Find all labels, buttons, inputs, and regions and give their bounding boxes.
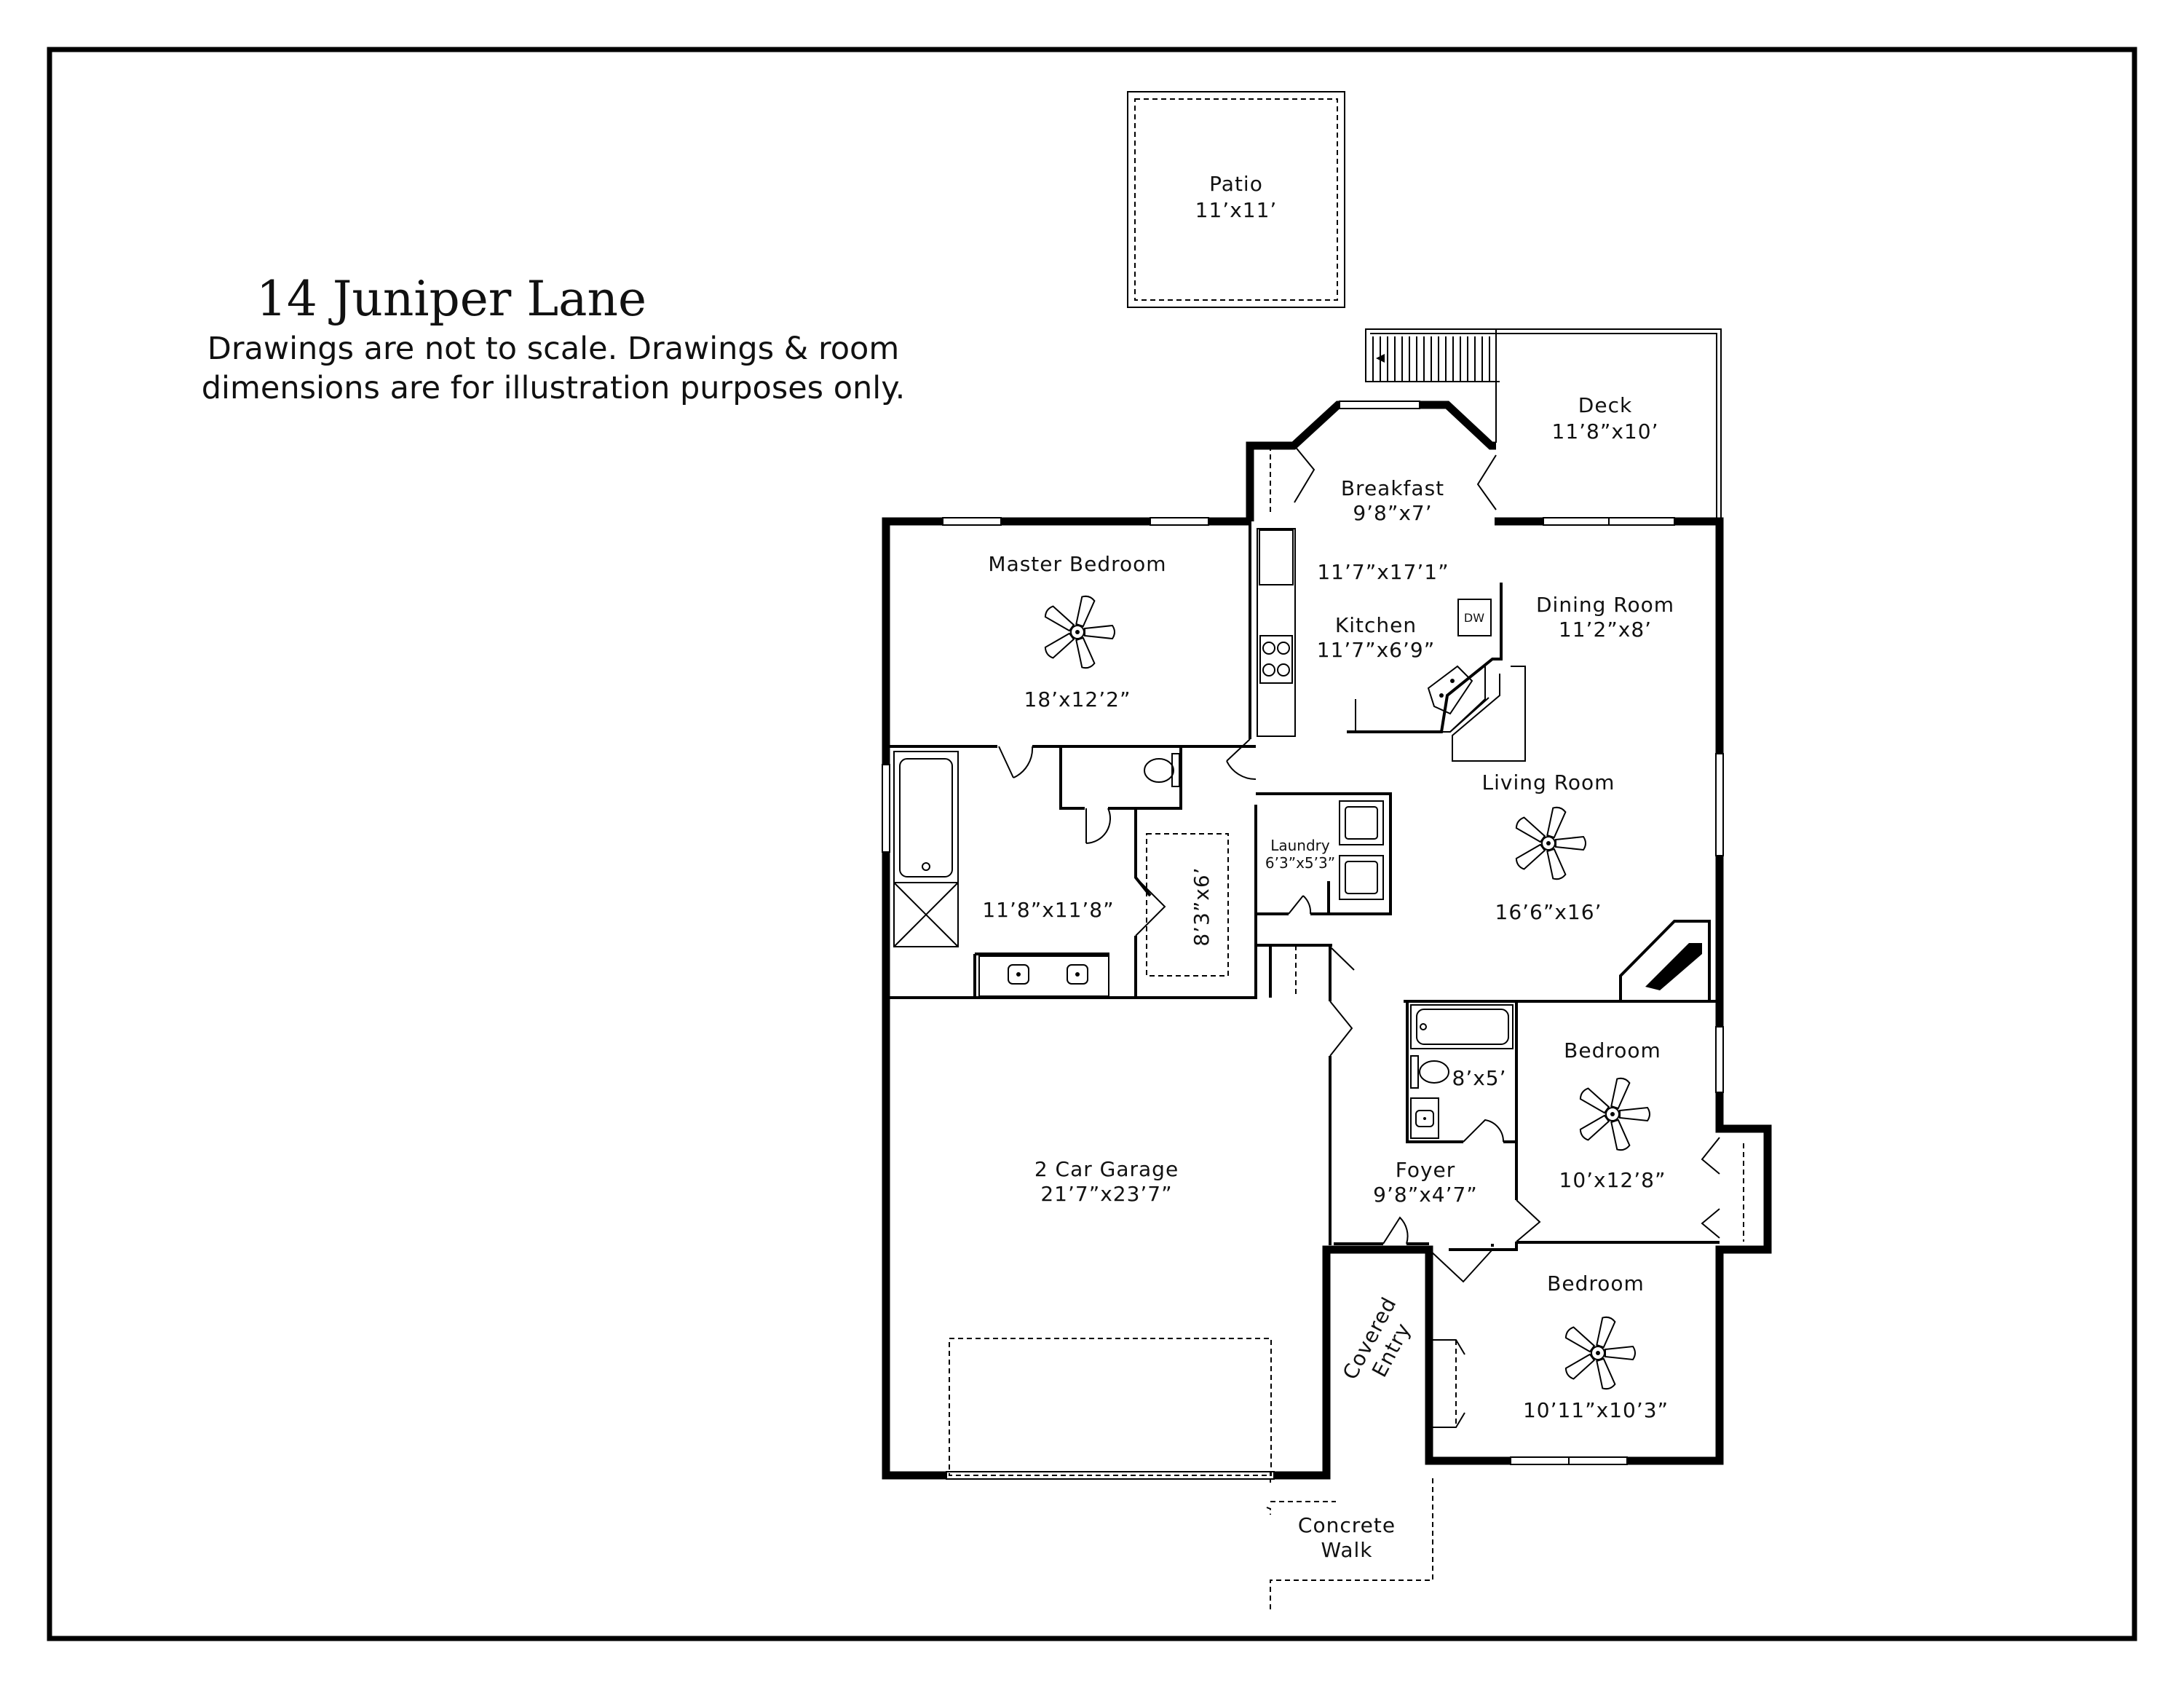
bedroom2-dims: 10’x12’8” (1559, 1168, 1666, 1192)
laundry-dims: 6’3”x5’3” (1265, 854, 1335, 872)
stove-icon (1259, 635, 1293, 684)
ceiling-fan-icon (1043, 595, 1115, 670)
bathtub-icon (893, 751, 959, 883)
master-name: Master Bedroom (988, 552, 1166, 576)
patio-name: Patio (1209, 172, 1263, 196)
deck-dims: 11’8”x10’ (1552, 419, 1659, 443)
laundry-name: Laundry (1270, 837, 1330, 854)
toilet-icon (1410, 1055, 1449, 1089)
dining-name: Dining Room (1536, 593, 1674, 617)
garage-name: 2 Car Garage (1034, 1157, 1179, 1181)
bath2-dims: 8’x5’ (1452, 1066, 1507, 1090)
ceiling-fan-icon (1514, 806, 1586, 881)
deck-name: Deck (1578, 393, 1632, 417)
dryer-icon (1339, 855, 1384, 900)
sink-icon (1410, 1097, 1439, 1139)
bedroom3-dims: 10’11”x10’3” (1523, 1398, 1669, 1422)
living-dims: 16’6”x16’ (1495, 900, 1602, 924)
sink-icon (1008, 964, 1088, 985)
ceiling-fan-icon (1578, 1077, 1650, 1152)
kitchen-dims: 11’7”x6’9” (1317, 638, 1435, 662)
kitchen-name: Kitchen (1335, 613, 1417, 637)
breakfast-dims: 9’8”x7’ (1353, 501, 1432, 525)
stairs-icon (1372, 336, 1490, 382)
windows (882, 401, 1724, 1480)
disclaimer-line-2: dimensions are for illustration purposes… (201, 370, 906, 406)
bedroom2-name: Bedroom (1564, 1038, 1661, 1062)
plan-title: 14 Juniper Lane (256, 271, 647, 327)
bath2-fixtures (1410, 1004, 1514, 1139)
laundry-fixtures (1339, 800, 1384, 900)
foyer-dims: 9’8”x4’7” (1373, 1183, 1478, 1207)
walk-line-2: Walk (1321, 1538, 1372, 1562)
walk-line-1: Concrete (1298, 1513, 1396, 1537)
patio (1127, 91, 1345, 308)
dashed-outlines (949, 446, 1744, 1609)
sink-icon (1427, 665, 1473, 715)
bathtub-icon (1410, 1004, 1514, 1049)
breakfast-name: Breakfast (1341, 476, 1444, 500)
patio-dims: 11’x11’ (1195, 198, 1278, 222)
ceiling-fan-icon (1564, 1316, 1635, 1391)
covered-entry-label: Covered Entry (1338, 1293, 1416, 1384)
foyer-name: Foyer (1396, 1158, 1456, 1182)
washer-icon (1339, 800, 1384, 845)
dining-dims: 11’2”x8’ (1559, 618, 1652, 642)
disclaimer: Drawings are not to scale. Drawings & ro… (146, 329, 961, 408)
interior-walls (888, 521, 1720, 1251)
toilet-icon (1144, 753, 1180, 787)
fireplace-icon (1645, 943, 1702, 990)
master-bath-fixtures (893, 751, 1180, 997)
kitchen-total-dims: 11’7”x17’1” (1317, 560, 1449, 584)
living-name: Living Room (1482, 770, 1615, 794)
kitchen-fixtures: DW (1257, 528, 1526, 762)
disclaimer-line-1: Drawings are not to scale. Drawings & ro… (207, 331, 900, 367)
bedroom3-name: Bedroom (1547, 1271, 1645, 1295)
closet-dims: 8’3”x6’ (1190, 867, 1214, 946)
garage-dims: 21’7”x23’7” (1040, 1182, 1172, 1206)
master-bath-dims: 11’8”x11’8” (982, 898, 1114, 922)
master-dims: 18’x12’2” (1024, 687, 1131, 711)
deck (1365, 328, 1722, 521)
room-labels: Patio 11’x11’ Deck 11’8”x10’ Breakfast 9… (982, 172, 1674, 1562)
page-border (47, 47, 2137, 1641)
dishwasher-label: DW (1464, 611, 1484, 625)
